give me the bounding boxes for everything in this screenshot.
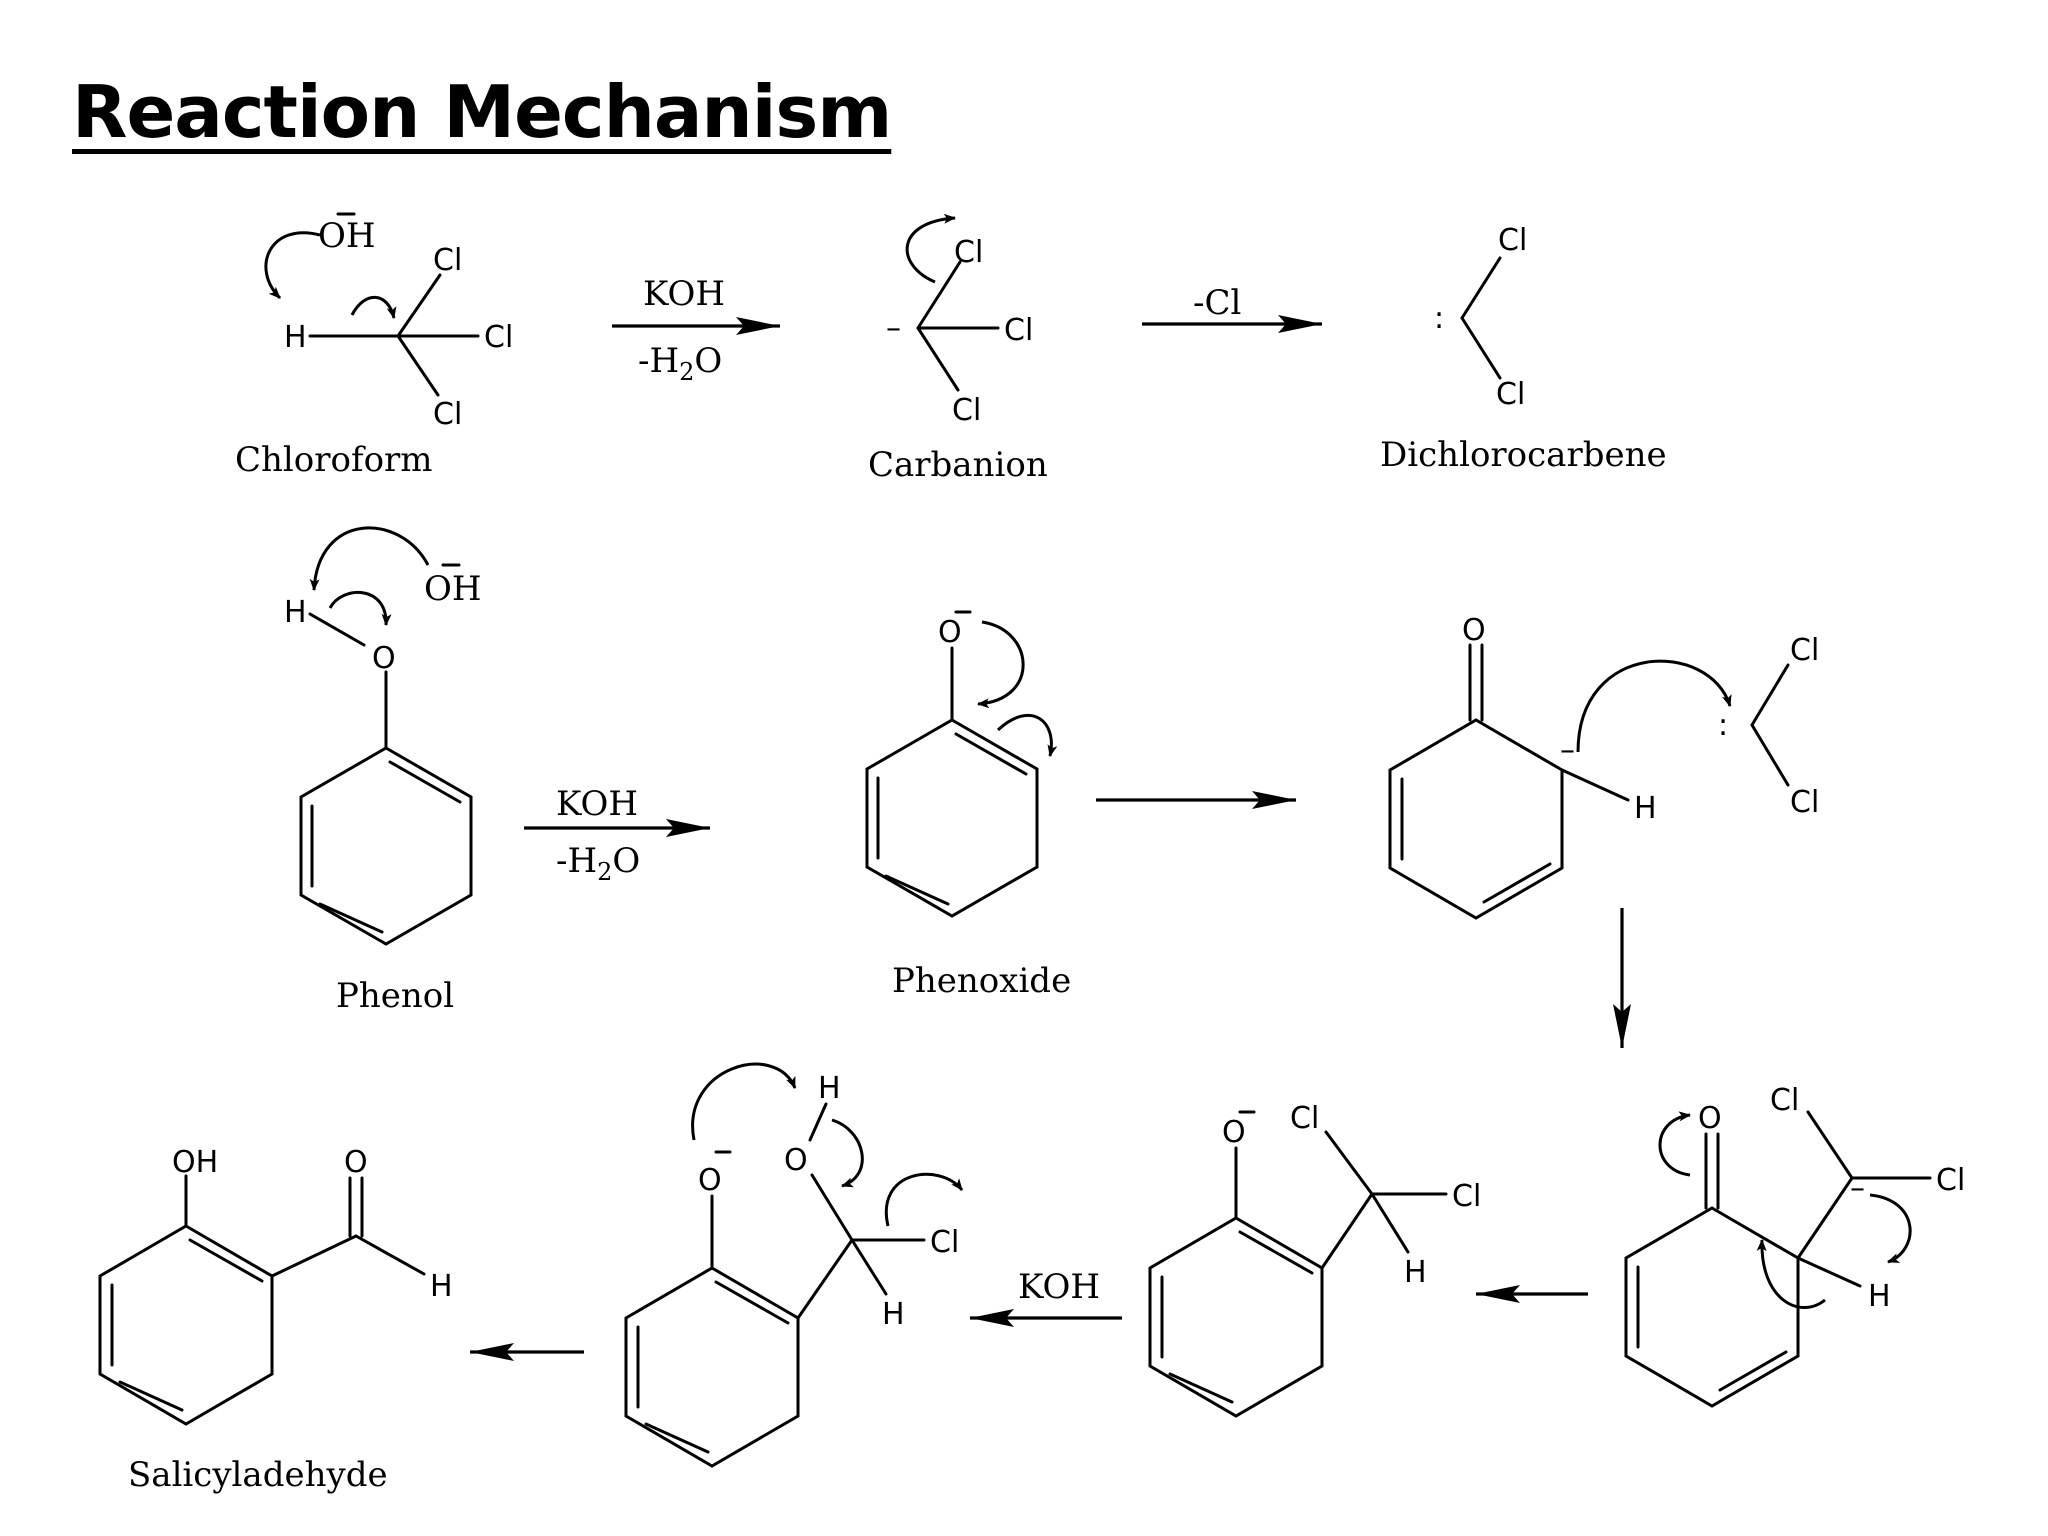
salicylaldehyde-structure: OH O H — [98, 1145, 453, 1426]
phenol-structure: O H OH — [284, 526, 482, 946]
atom-h: H — [818, 1071, 841, 1106]
atom-o: O — [1698, 1101, 1722, 1136]
atom-cl: Cl — [1936, 1163, 1965, 1198]
dienone-carbanion-structure: O H – Cl Cl : — [1388, 613, 1819, 920]
phenoxide-structure: O — [865, 610, 1058, 918]
condition-minus-water: -H2O — [638, 341, 722, 386]
condition-koh: KOH — [1018, 1267, 1100, 1307]
atom-h: H — [1868, 1279, 1891, 1314]
atom-cl: Cl — [1452, 1179, 1481, 1214]
atom-o: O — [1222, 1115, 1246, 1150]
atom-cl: Cl — [1290, 1101, 1319, 1136]
negative-charge: – — [1850, 1171, 1865, 1206]
label-chloroform: Chloroform — [235, 440, 433, 480]
label-dichlorocarbene: Dichlorocarbene — [1380, 435, 1667, 475]
atom-h: H — [284, 320, 307, 355]
atom-cl: Cl — [930, 1225, 959, 1260]
atom-o: O — [344, 1145, 368, 1180]
label-phenoxide: Phenoxide — [892, 961, 1071, 1001]
dichloromethyl-phenoxide-structure: O Cl Cl H — [1148, 1101, 1481, 1418]
condition-minus-chloride: -Cl — [1193, 283, 1241, 323]
negative-charge: – — [886, 311, 901, 346]
hydroxide-label: OH — [318, 216, 376, 256]
atom-cl: Cl — [1498, 223, 1527, 258]
dichlorocarbene-structure: Cl Cl : — [1434, 223, 1527, 412]
chloroform-structure: H Cl Cl Cl OH — [264, 212, 513, 432]
hydroxide-label: OH — [424, 569, 482, 609]
atom-cl: Cl — [1770, 1083, 1799, 1118]
atom-cl: Cl — [433, 243, 462, 278]
carbanion-structure: Cl Cl Cl – — [886, 213, 1033, 428]
atom-o: O — [698, 1163, 722, 1198]
atom-cl: Cl — [1790, 633, 1819, 668]
label-salicylaldehyde: Salicyladehyde — [128, 1455, 388, 1495]
hydroxy-intermediate-structure: O O H Cl H — [624, 1062, 964, 1468]
atom-cl: Cl — [1790, 785, 1819, 820]
atom-h: H — [430, 1269, 453, 1304]
atom-o: O — [938, 615, 962, 650]
atom-h: H — [1404, 1255, 1427, 1290]
condition-koh: KOH — [643, 274, 725, 314]
lone-pair: : — [1434, 301, 1444, 336]
atom-cl: Cl — [1496, 377, 1525, 412]
atom-o: O — [372, 641, 396, 676]
condition-minus-water: -H2O — [556, 841, 640, 886]
atom-cl: Cl — [484, 320, 513, 355]
page-title: Reaction Mechanism — [72, 70, 892, 154]
atom-o: O — [1462, 613, 1486, 648]
dienone-adduct-structure: O H Cl Cl – — [1624, 1083, 1965, 1408]
atom-oh: OH — [172, 1145, 218, 1180]
label-phenol: Phenol — [336, 976, 454, 1016]
negative-charge: – — [1560, 733, 1575, 768]
atom-cl: Cl — [954, 235, 983, 270]
label-carbanion: Carbanion — [868, 445, 1048, 485]
atom-h: H — [284, 595, 307, 630]
atom-cl: Cl — [952, 393, 981, 428]
atom-o: O — [784, 1143, 808, 1178]
atom-h: H — [882, 1297, 905, 1332]
atom-h: H — [1634, 791, 1657, 826]
atom-cl: Cl — [433, 397, 462, 432]
condition-koh: KOH — [556, 784, 638, 824]
atom-cl: Cl — [1004, 313, 1033, 348]
lone-pair: : — [1718, 708, 1728, 743]
